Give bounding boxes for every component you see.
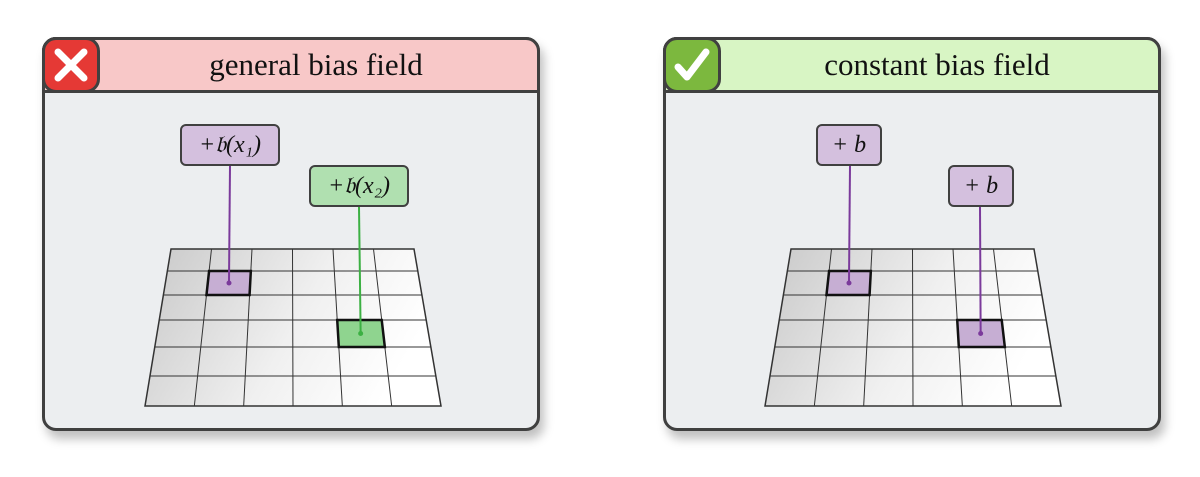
connector-dot [226,280,232,286]
panel-header: general bias field [42,37,540,93]
connector-dot [358,331,364,336]
panel-title: general bias field [209,47,423,82]
connector-line [979,206,982,334]
constant-bias-label-2: + b [948,165,1014,207]
label-text: + b [963,172,999,199]
connector-dot [846,280,852,286]
label-text: +𝔟(x₁) [198,131,262,158]
panel-title: constant bias field [824,47,1050,82]
cross-icon [42,37,100,93]
connector-line [358,206,362,334]
check-icon [663,37,721,93]
panel-header: constant bias field [663,37,1161,93]
connector-line [227,165,231,284]
label-text: +𝔟(x₂) [327,172,391,199]
label-text: + b [831,131,867,158]
bias-label-x2: +𝔟(x₂) [309,165,409,207]
grid-col-line [292,248,294,407]
bias-label-x1: +𝔟(x₁) [180,124,280,166]
constant-bias-label-1: + b [816,124,882,166]
constant-bias-panel: constant bias field [663,37,1161,431]
connector-dot [978,331,984,336]
grid-col-line [912,248,914,407]
connector-line [847,165,851,284]
